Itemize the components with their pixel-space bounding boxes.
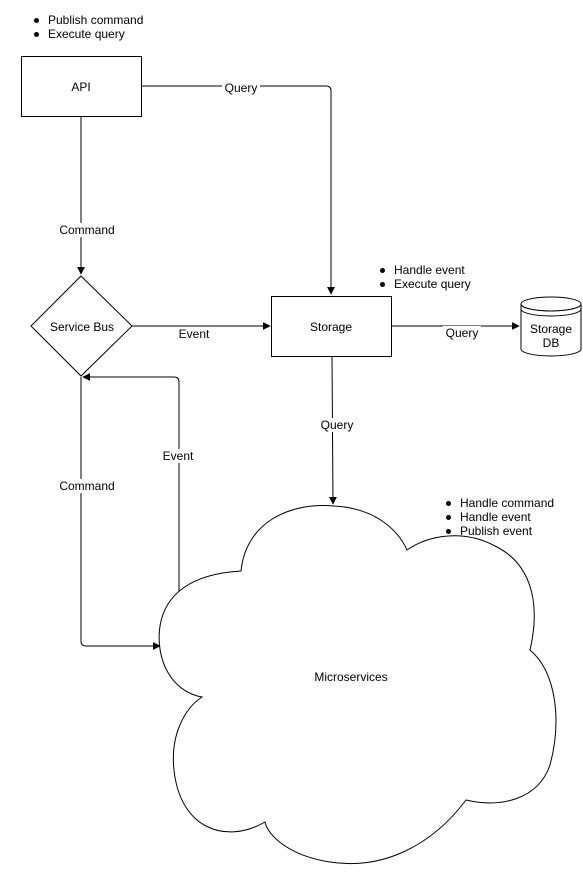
api-note-item: Execute query bbox=[32, 27, 143, 41]
label-bus-storage-event: Event bbox=[179, 327, 210, 341]
label-api-storage-query: Query bbox=[225, 81, 258, 95]
microservices-note-item: Publish event bbox=[444, 524, 554, 538]
api-note-item: Publish command bbox=[32, 13, 143, 27]
api-box bbox=[21, 56, 142, 117]
storage-db-label-line2: DB bbox=[543, 336, 560, 350]
microservices-cloud bbox=[158, 505, 557, 865]
storage-db-label-line1: Storage bbox=[530, 322, 572, 336]
storage-notes: Handle event Execute query bbox=[378, 263, 471, 291]
label-api-bus-command: Command bbox=[59, 223, 114, 237]
storage-box bbox=[271, 296, 392, 357]
edge-service-bus-to-microservices bbox=[80, 377, 161, 650]
api-label: API bbox=[71, 80, 90, 94]
label-ms-bus-event: Event bbox=[163, 449, 194, 463]
storage-note-item: Handle event bbox=[378, 263, 471, 277]
service-bus-diamond bbox=[30, 275, 133, 377]
api-notes: Publish command Execute query bbox=[32, 13, 143, 41]
label-bus-ms-command: Command bbox=[59, 479, 114, 493]
microservices-note-item: Handle event bbox=[444, 510, 554, 524]
service-bus-label: Service Bus bbox=[50, 320, 114, 334]
microservices-note-item: Handle command bbox=[444, 496, 554, 510]
storage-note-item: Execute query bbox=[378, 277, 471, 291]
edge-microservices-to-service-bus bbox=[82, 373, 180, 594]
storage-label: Storage bbox=[310, 320, 352, 334]
microservices-label: Microservices bbox=[314, 670, 387, 684]
edge-api-to-storage bbox=[142, 85, 335, 295]
microservices-notes: Handle command Handle event Publish even… bbox=[444, 496, 554, 538]
storage-db-cylinder bbox=[520, 304, 582, 357]
label-storage-db-query: Query bbox=[446, 326, 479, 340]
label-storage-ms-query: Query bbox=[321, 418, 354, 432]
